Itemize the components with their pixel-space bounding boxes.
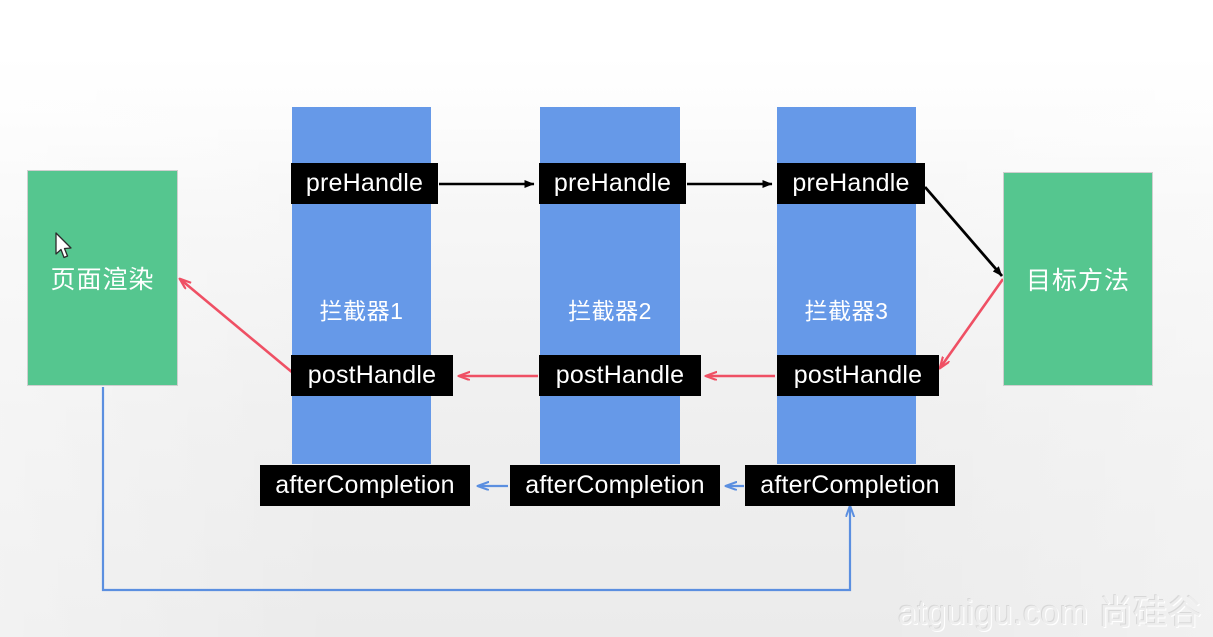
aftercompletion-label-3: afterCompletion: [760, 471, 940, 499]
target-method-box[interactable]: 目标方法: [1003, 172, 1153, 386]
aftercompletion-label-1: afterCompletion: [275, 471, 455, 499]
interceptor-3-name: 拦截器3: [804, 298, 889, 324]
prehandle-box-2[interactable]: preHandle: [539, 163, 686, 204]
arrow-prehandle3-to-target-method: [923, 186, 1004, 277]
page-render-label: 页面渲染: [50, 266, 155, 294]
posthandle-box-3[interactable]: postHandle: [777, 355, 939, 396]
arrow-target-method-to-posthandle3: [940, 278, 1005, 368]
prehandle-label-2: preHandle: [553, 169, 672, 197]
aftercompletion-label-2: afterCompletion: [525, 471, 705, 499]
arrow-page-render-to-aftercompletion3: [101, 387, 850, 592]
prehandle-box-1[interactable]: preHandle: [291, 163, 438, 204]
posthandle-label-2: postHandle: [555, 361, 685, 389]
prehandle-label-3: preHandle: [792, 169, 910, 197]
posthandle-box-1[interactable]: postHandle: [291, 355, 453, 396]
posthandle-label-1: postHandle: [307, 361, 437, 389]
interceptor-2-name: 拦截器2: [568, 298, 652, 324]
prehandle-box-3[interactable]: preHandle: [777, 163, 925, 204]
posthandle-label-3: postHandle: [793, 361, 923, 389]
aftercompletion-box-3[interactable]: afterCompletion: [745, 465, 955, 506]
watermark-text: atguigu.com 尚硅谷: [898, 594, 1203, 632]
target-method-label: 目标方法: [1025, 267, 1130, 295]
prehandle-label-1: preHandle: [305, 169, 424, 197]
arrow-posthandle1-to-page-render: [180, 279, 294, 374]
page-render-box[interactable]: 页面渲染: [27, 170, 178, 386]
aftercompletion-box-2[interactable]: afterCompletion: [510, 465, 720, 506]
interceptor-1-name: 拦截器1: [319, 298, 404, 324]
mouse-cursor-icon: [55, 232, 72, 259]
posthandle-box-2[interactable]: postHandle: [539, 355, 701, 396]
aftercompletion-box-1[interactable]: afterCompletion: [260, 465, 470, 506]
